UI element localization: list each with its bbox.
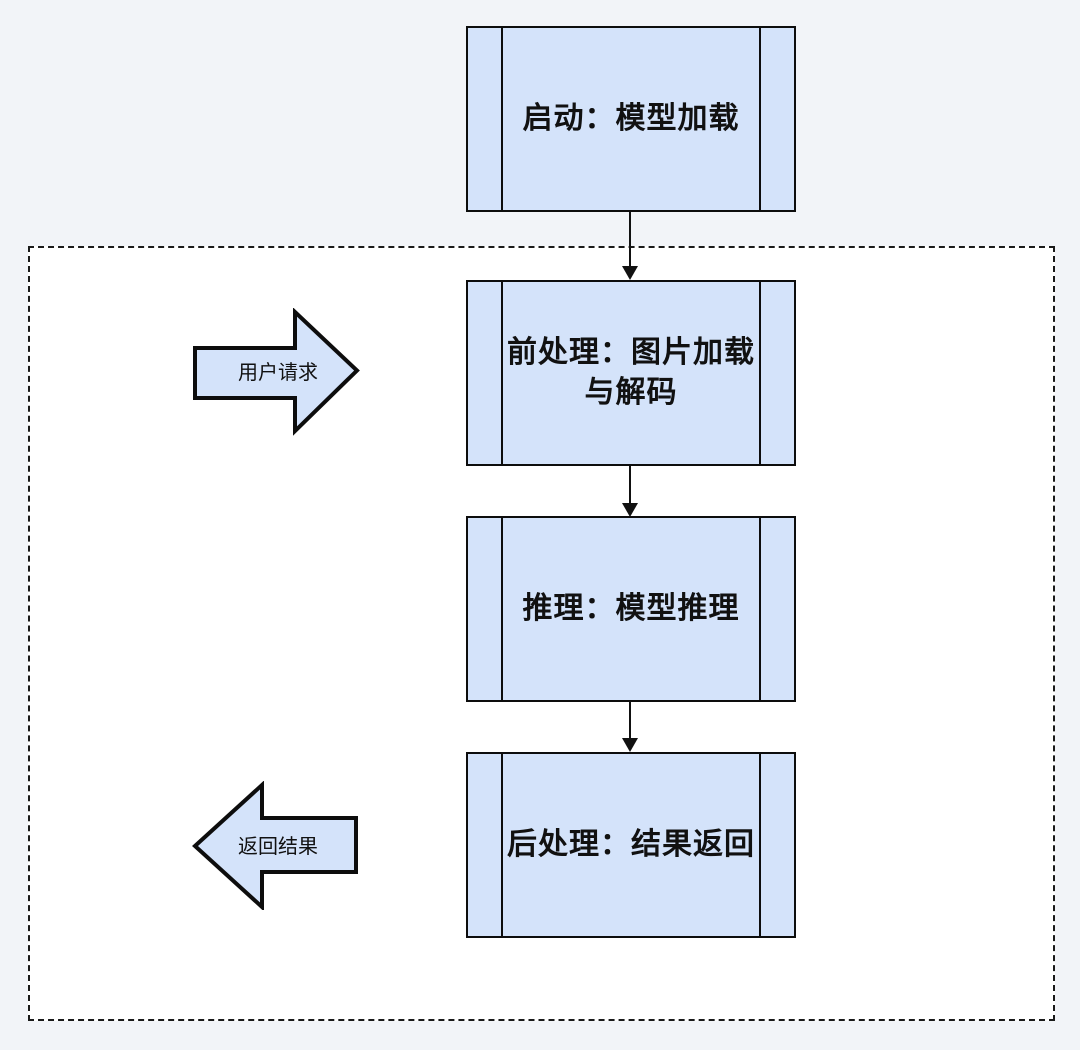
right-block-arrow-icon xyxy=(193,308,360,436)
return-result-arrow-label: 返回结果 xyxy=(238,834,318,858)
predefined-process-right-strip xyxy=(759,754,794,936)
connector-inference-postprocess-line xyxy=(629,701,631,738)
node-label-line: 启动：模型加载 xyxy=(522,101,740,137)
node-label-line: 前处理：图片加载 xyxy=(507,335,755,371)
node-startup: 启动：模型加载 xyxy=(466,26,796,212)
left-block-arrow-icon xyxy=(192,781,358,910)
connector-preprocess-inference-line xyxy=(629,466,631,503)
node-label-line: 与解码 xyxy=(584,375,678,410)
arrow-down-icon xyxy=(622,503,638,517)
node-postprocess-label: 后处理：结果返回 xyxy=(469,825,793,865)
connector-startup-preprocess-line xyxy=(629,212,631,266)
arrow-down-icon xyxy=(622,266,638,280)
predefined-process-left-strip xyxy=(468,518,503,700)
node-startup-label: 启动：模型加载 xyxy=(485,99,778,139)
node-label-line: 推理：模型推理 xyxy=(522,591,740,627)
node-postprocess: 后处理：结果返回 xyxy=(466,752,796,938)
return-result-arrow: 返回结果 xyxy=(192,781,358,910)
predefined-process-left-strip xyxy=(468,754,503,936)
predefined-process-left-strip xyxy=(468,282,503,464)
node-label-line: 后处理：结果返回 xyxy=(507,827,755,863)
predefined-process-left-strip xyxy=(468,28,503,210)
user-request-arrow-label: 用户请求 xyxy=(238,360,318,384)
arrow-down-icon xyxy=(622,738,638,752)
predefined-process-right-strip xyxy=(759,28,794,210)
node-preprocess-label: 前处理：图片加载 与解码 xyxy=(469,333,793,412)
predefined-process-right-strip xyxy=(759,282,794,464)
user-request-arrow: 用户请求 xyxy=(193,308,360,436)
node-inference-label: 推理：模型推理 xyxy=(485,589,778,629)
node-inference: 推理：模型推理 xyxy=(466,516,796,702)
predefined-process-right-strip xyxy=(759,518,794,700)
node-preprocess: 前处理：图片加载 与解码 xyxy=(466,280,796,466)
